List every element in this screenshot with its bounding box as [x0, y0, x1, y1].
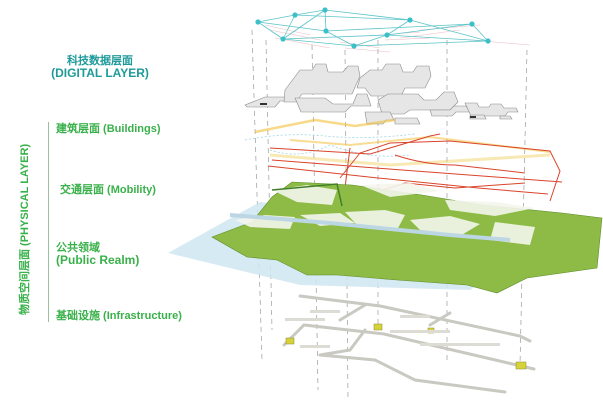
network-node: [255, 19, 261, 25]
network-node: [384, 32, 390, 38]
road: [339, 140, 561, 202]
utility-tunnel: [318, 328, 367, 357]
layer-label-public-realm-cn: 公共领域: [56, 242, 100, 254]
utility-box: [285, 337, 295, 345]
cycle-route: [269, 153, 551, 167]
layer-label-mobility: 交通层面 (Mobility): [60, 184, 156, 196]
buildings-layer: [244, 63, 519, 125]
road: [267, 165, 549, 195]
utility-box: [515, 361, 527, 370]
utility-tunnel: [338, 303, 367, 322]
public-realm-layer: [168, 181, 603, 294]
building-block: [464, 102, 519, 117]
building-block: [283, 63, 361, 103]
water-line: [269, 144, 411, 157]
network-node: [292, 12, 298, 18]
network-node: [323, 28, 329, 34]
building-block: [356, 63, 432, 97]
network-node: [469, 21, 475, 27]
building-accent: [470, 116, 476, 118]
network-node: [322, 7, 328, 13]
road: [271, 159, 563, 183]
network-node: [351, 43, 357, 49]
physical-layer-bracket-line: [48, 122, 49, 322]
network-node: [485, 38, 491, 44]
utility-tunnel: [428, 311, 452, 327]
park-boundary: [271, 183, 343, 207]
utility-tunnel: [282, 323, 536, 371]
building-accent: [260, 103, 267, 105]
building-block: [499, 115, 513, 120]
road: [269, 133, 441, 155]
building-block: [294, 93, 372, 113]
digital-network-layer: [255, 7, 531, 53]
cycle-route: [254, 118, 396, 134]
layer-label-buildings: 建筑层面 (Buildings): [56, 123, 161, 135]
water-line: [244, 133, 416, 141]
layer-label-public-realm: 公共领域 (Public Realm): [56, 242, 139, 267]
digital-layer-title-cn: 科技数据层面: [67, 55, 133, 67]
road: [394, 154, 526, 174]
digital-layer-title-en: (DIGITAL LAYER): [51, 66, 149, 81]
utility-tunnel: [298, 294, 532, 343]
utility-box: [373, 323, 383, 331]
digital-network-edges: [257, 9, 489, 47]
layer-label-public-realm-en: (Public Realm): [56, 253, 140, 268]
network-node: [407, 17, 413, 23]
building-block: [394, 117, 421, 125]
digital-network-nodes: [255, 7, 491, 49]
canal: [229, 213, 511, 242]
network-node: [280, 36, 286, 42]
utility-tunnel: [318, 353, 507, 394]
utility-pipe-clusters: [285, 310, 500, 348]
projection-line: [251, 29, 263, 361]
layer-label-infrastructure: 基础设施 (Infrastructure): [56, 310, 182, 322]
building-block: [244, 96, 291, 108]
mobility-layer: [244, 118, 563, 202]
digital-layer-label: 科技数据层面 (DIGITAL LAYER): [40, 55, 160, 80]
building-block: [377, 91, 459, 115]
utility-tunnels: [282, 294, 536, 394]
infrastructure-layer: [282, 294, 536, 394]
